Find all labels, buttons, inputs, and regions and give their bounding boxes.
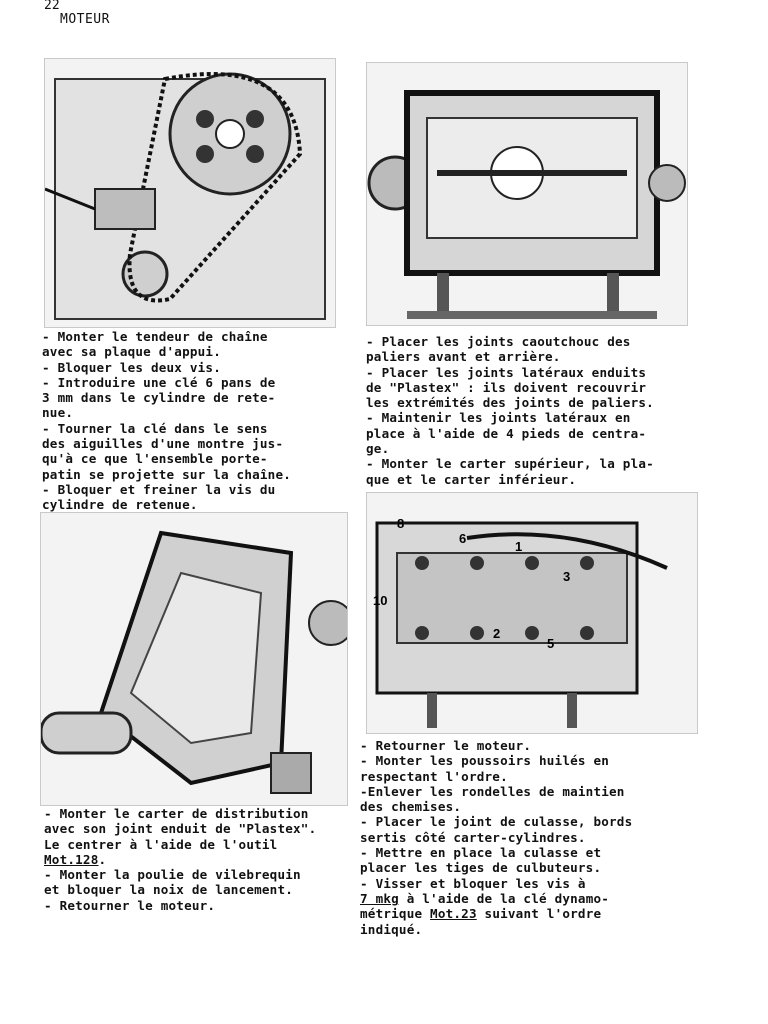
text-line: - Placer les joints latéraux enduits <box>366 364 647 380</box>
text-line: - Bloquer les deux vis. <box>42 359 221 375</box>
tightening-order-label: 10 <box>373 593 387 608</box>
text-line: que et le carter inférieur. <box>366 471 577 487</box>
text-line: cylindre de retenue. <box>42 497 198 513</box>
crankcase-instructions: - Placer les joints caoutchouc des palie… <box>366 334 654 487</box>
text-line: - Bloquer et freiner la vis du <box>42 481 276 497</box>
text-line: indiqué. <box>360 921 423 937</box>
text-fragment: métrique <box>360 906 431 922</box>
text-line: paliers avant et arrière. <box>366 349 561 365</box>
text-line: respectant l'ordre. <box>360 768 508 784</box>
tool-reference: Mot.128 <box>44 851 99 867</box>
crankcase-seals-illustration <box>366 62 688 326</box>
tightening-order-label: 8 <box>397 516 404 531</box>
text-line: des aiguilles d'une montre jus- <box>42 436 284 452</box>
tightening-order-label: 1 <box>515 539 522 554</box>
timing-cover-instructions: - Monter le carter de distribution avec … <box>44 806 316 913</box>
page-number: 22 <box>44 0 60 13</box>
text-line: - Monter le carter supérieur, la pla- <box>366 456 654 472</box>
text-line: place à l'aide de 4 pieds de centra- <box>366 425 647 441</box>
text-line: - Placer les joints caoutchouc des <box>366 334 631 349</box>
tightening-order-label: 5 <box>547 636 554 651</box>
text-line: - Monter le carter de distribution <box>44 806 309 821</box>
cylinder-head-instructions: - Retourner le moteur. - Monter les pous… <box>360 738 632 937</box>
timing-chain-drawing <box>45 72 326 320</box>
text-line: qu'à ce que l'ensemble porte- <box>42 451 268 467</box>
text-fragment: à l'aide de la clé dynamo- <box>398 890 610 906</box>
cylinder-head-drawing: 8 6 1 3 10 2 5 <box>373 516 668 728</box>
crankcase-drawing <box>367 90 686 319</box>
text-line: - Introduire une clé 6 pans de <box>42 374 276 390</box>
text-line: - Retourner le moteur. <box>360 738 532 753</box>
timing-cover-illustration <box>40 512 348 806</box>
text-line: sertis côté carter-cylindres. <box>360 829 586 845</box>
text-line: - Visser et bloquer les vis à <box>360 875 586 891</box>
text-line: - Monter le tendeur de chaîne <box>42 329 268 344</box>
text-line: patin se projette sur la chaîne. <box>42 466 292 482</box>
text-line: 7 mkg à l'aide de la clé dynamo- <box>360 891 632 906</box>
text-line: Le centrer à l'aide de l'outil <box>44 836 278 852</box>
timing-cover-drawing <box>41 530 347 794</box>
torque-value: 7 mkg <box>360 890 399 906</box>
text-line: les extrémités des joints de paliers. <box>366 395 654 411</box>
tightening-order-label: 2 <box>493 626 500 641</box>
text-line: - Monter les poussoirs huilés en <box>360 753 610 769</box>
text-line: et bloquer la noix de lancement. <box>44 882 294 898</box>
text-line: - Placer le joint de culasse, bords <box>360 814 633 830</box>
text-line: - Monter la poulie de vilebrequin <box>44 867 301 883</box>
text-line: avec son joint enduit de "Plastex". <box>44 821 317 837</box>
text-line: 3 mm dans le cylindre de rete- <box>42 390 276 406</box>
tightening-order-label: 3 <box>563 569 570 584</box>
text-line: ge. <box>366 441 390 457</box>
timing-chain-instructions: - Monter le tendeur de chaîne avec sa pl… <box>42 329 291 513</box>
section-title: MOTEUR <box>60 12 110 27</box>
text-line: de "Plastex" : ils doivent recouvrir <box>366 379 647 395</box>
text-line: - Retourner le moteur. <box>44 897 216 913</box>
text-line: placer les tiges de culbuteurs. <box>360 860 602 876</box>
text-line: Mot.128. <box>44 852 316 867</box>
text-line: nue. <box>42 405 74 421</box>
text-fragment: suivant l'ordre <box>476 906 602 922</box>
text-line: - Mettre en place la culasse et <box>360 845 602 861</box>
text-line: métrique Mot.23 suivant l'ordre <box>360 906 632 921</box>
text-line: - Tourner la clé dans le sens <box>42 420 268 436</box>
text-line: des chemises. <box>360 799 462 815</box>
text-line: avec sa plaque d'appui. <box>42 344 221 360</box>
cylinder-head-illustration: 8 6 1 3 10 2 5 <box>366 492 698 734</box>
tool-suffix: . <box>98 851 107 867</box>
tightening-order-label: 6 <box>459 531 466 546</box>
wrench-reference: Mot.23 <box>430 906 477 922</box>
timing-chain-illustration <box>44 58 336 328</box>
text-line: -Enlever les rondelles de maintien <box>360 783 625 799</box>
text-line: - Maintenir les joints latéraux en <box>366 410 631 426</box>
